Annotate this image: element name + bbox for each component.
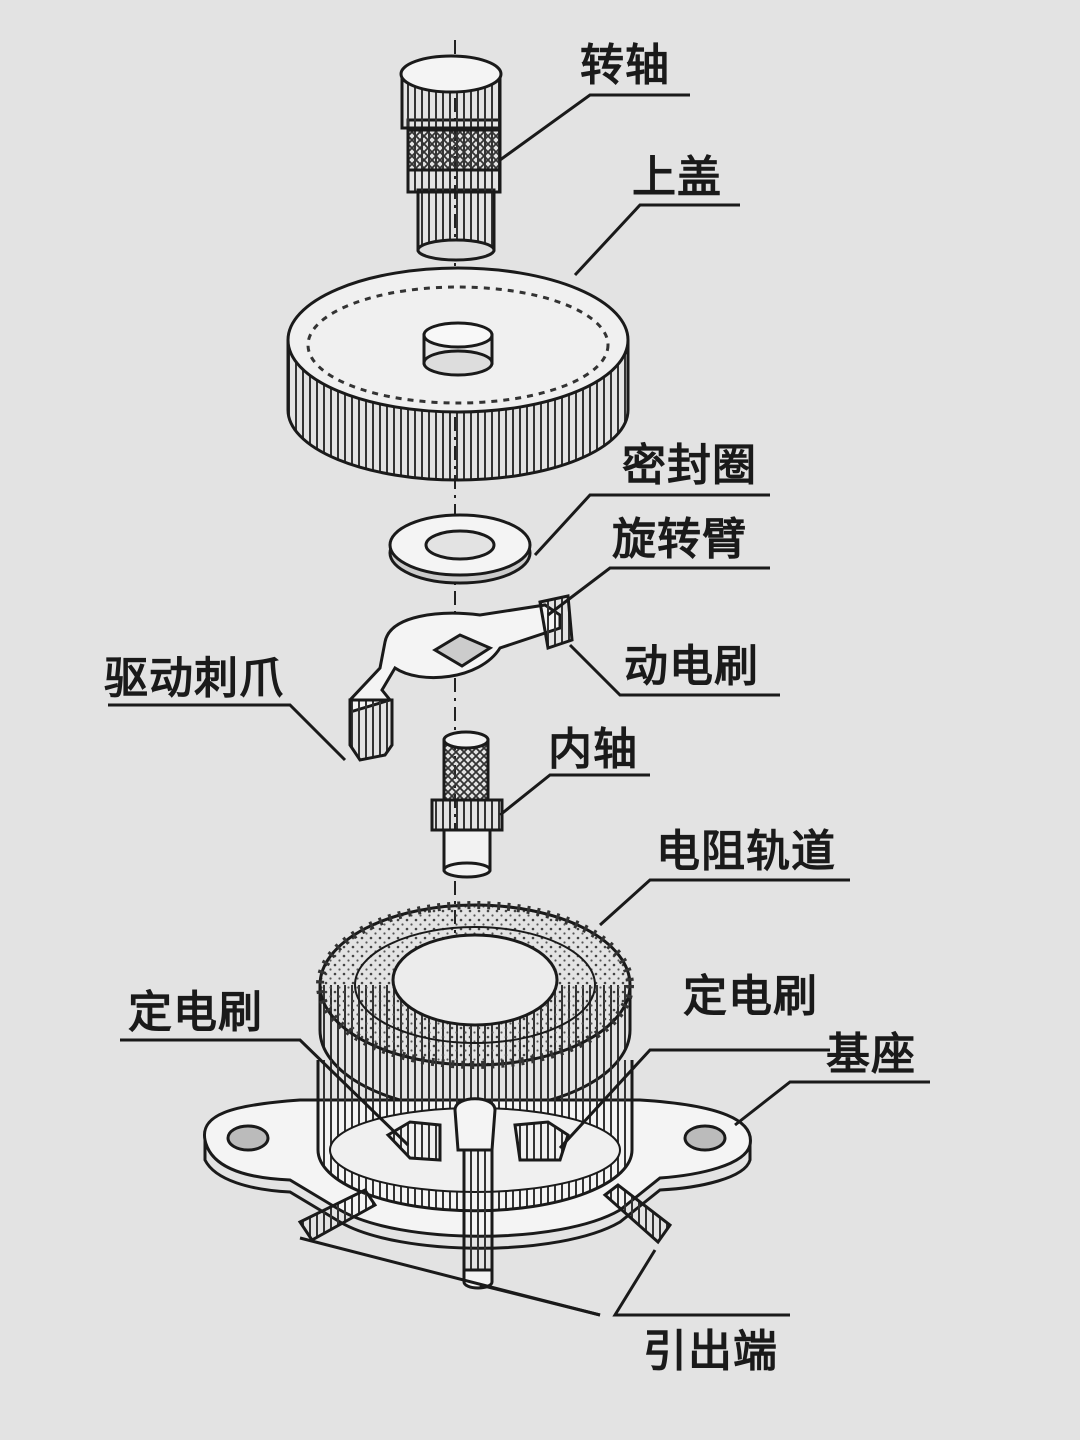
label-moving-brush: 动电刷 bbox=[624, 641, 759, 692]
leader-lines bbox=[108, 93, 930, 1317]
seal-ring-part bbox=[388, 513, 532, 585]
label-inner-shaft: 内轴 bbox=[548, 724, 638, 775]
label-fixed-brush-left: 定电刷 bbox=[128, 987, 263, 1038]
rotating-arm-part bbox=[348, 594, 574, 762]
label-top-cover: 上盖 bbox=[632, 152, 722, 203]
label-seal-ring: 密封圈 bbox=[622, 440, 757, 491]
inner-shaft-part bbox=[430, 730, 504, 879]
label-resistance-track: 电阻轨道 bbox=[656, 826, 836, 877]
label-fixed-brush-right: 定电刷 bbox=[683, 971, 818, 1022]
fixed-brushes-and-terminals bbox=[297, 1097, 673, 1290]
label-base: 基座 bbox=[826, 1029, 916, 1080]
label-drive-pawl: 驱动刺爪 bbox=[104, 653, 284, 704]
label-lead-terminals: 引出端 bbox=[643, 1326, 778, 1377]
shaft-part bbox=[399, 54, 503, 262]
label-shaft: 转轴 bbox=[580, 40, 670, 91]
top-cover-part bbox=[286, 266, 630, 482]
label-rotating-arm: 旋转臂 bbox=[612, 514, 747, 565]
